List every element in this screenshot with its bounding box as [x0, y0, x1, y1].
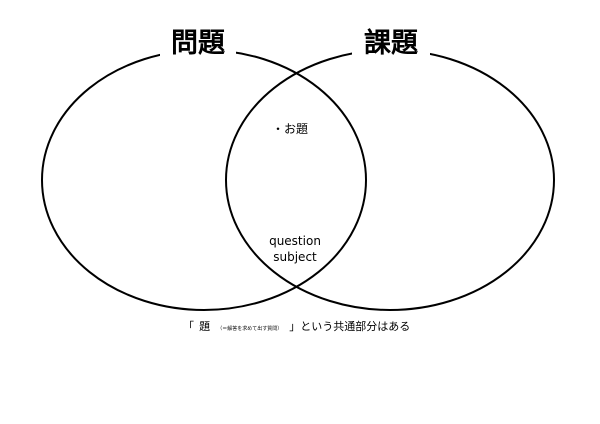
left-circle: [41, 49, 367, 311]
intersection-label-question: question: [269, 234, 321, 248]
left-title: 問題: [171, 28, 226, 59]
footer-kanji: 題: [199, 320, 210, 333]
right-title-backdrop: [352, 24, 430, 60]
footer-close-text: 」という共通部分はある: [289, 319, 410, 333]
footer-open-bracket: 「: [183, 320, 194, 333]
intersection-bullet-label: ・お題: [272, 122, 308, 136]
left-title-backdrop: [160, 24, 236, 60]
right-title: 課題: [364, 27, 419, 59]
right-circle: [225, 49, 555, 311]
footer-caption: 「 題 （＝解答を求めて出す質問） 」という共通部分はある: [183, 315, 410, 334]
footer-annotation: （＝解答を求めて出す質問）: [217, 325, 282, 332]
intersection-label-subject: subject: [273, 250, 317, 264]
